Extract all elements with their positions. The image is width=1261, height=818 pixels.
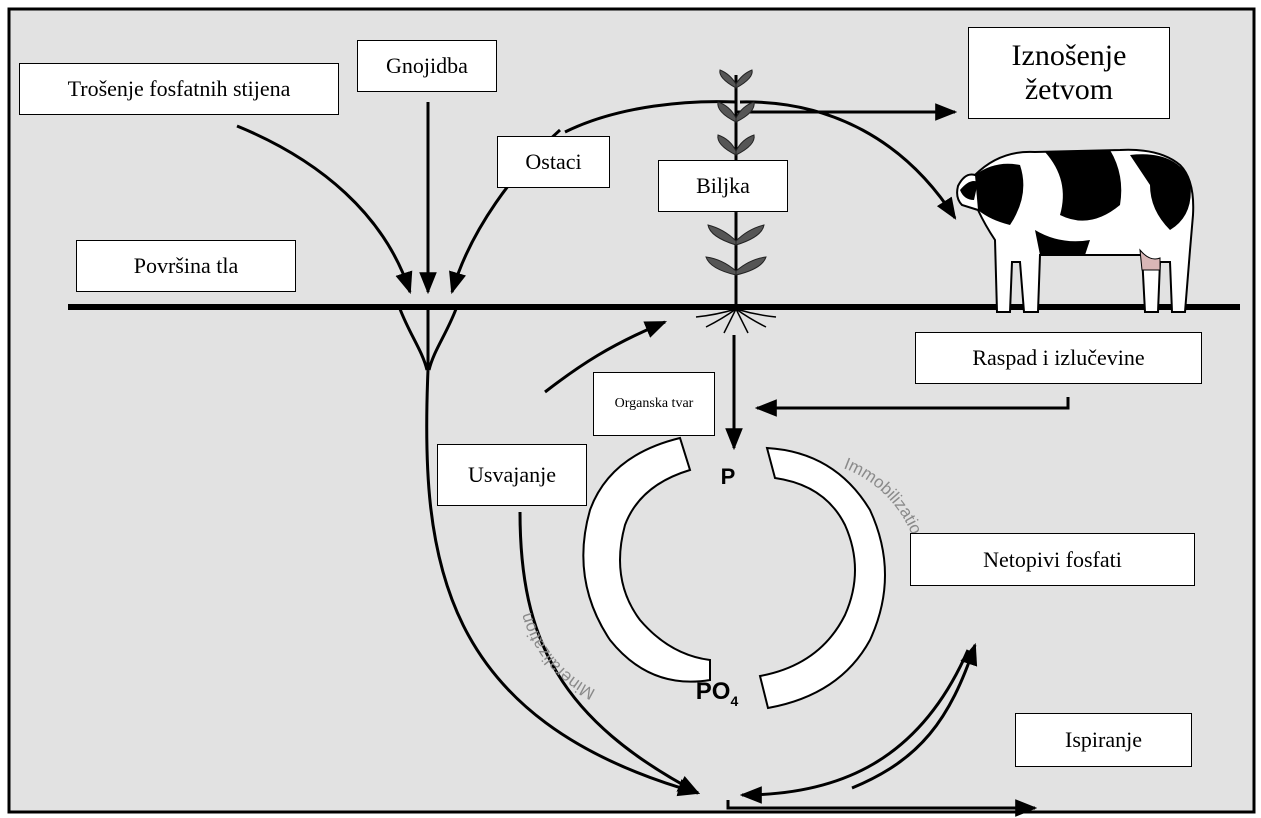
decay-excretion-label: Raspad i izlučevine	[915, 332, 1202, 384]
leaching-arrow-path	[726, 799, 1038, 817]
fertilization-label: Gnojidba	[357, 40, 497, 92]
decay-excretion-arrow	[754, 397, 1070, 417]
insoluble-phosphates-label: Netopivi fosfati	[910, 533, 1195, 586]
p-label: P	[721, 464, 736, 489]
weathering-label: Trošenje fosfatnih stijena	[19, 63, 339, 115]
uptake-label: Usvajanje	[437, 444, 587, 506]
immobilization-ring	[758, 446, 886, 710]
input-to-solution-arrow	[425, 369, 701, 797]
mineralization-ring	[582, 436, 711, 683]
cow-icon	[956, 148, 1195, 313]
crop-removal-label: Iznošenje žetvom	[968, 27, 1170, 119]
uptake-arrow	[544, 320, 668, 394]
uptake-loop-arrow	[518, 511, 700, 795]
root-icon	[695, 308, 777, 334]
organic-matter-label: Organska tvar	[593, 372, 715, 436]
insoluble-return-arrow	[739, 649, 970, 804]
funnel-right	[427, 308, 458, 371]
weathering-arrow	[236, 124, 413, 295]
insoluble-phosphates-arrow	[851, 642, 978, 790]
funnel-left	[398, 308, 429, 371]
po4-label: PO4	[696, 678, 739, 709]
leaching-label: Ispiranje	[1015, 713, 1192, 767]
soil-surface-label: Površina tla	[76, 240, 296, 292]
residues-label: Ostaci	[497, 136, 610, 188]
to-cow-arrow	[739, 100, 957, 220]
plant-label: Biljka	[658, 160, 788, 212]
crop-removal-text: Iznošenje žetvom	[1011, 38, 1127, 107]
harvest-arc	[564, 100, 737, 134]
